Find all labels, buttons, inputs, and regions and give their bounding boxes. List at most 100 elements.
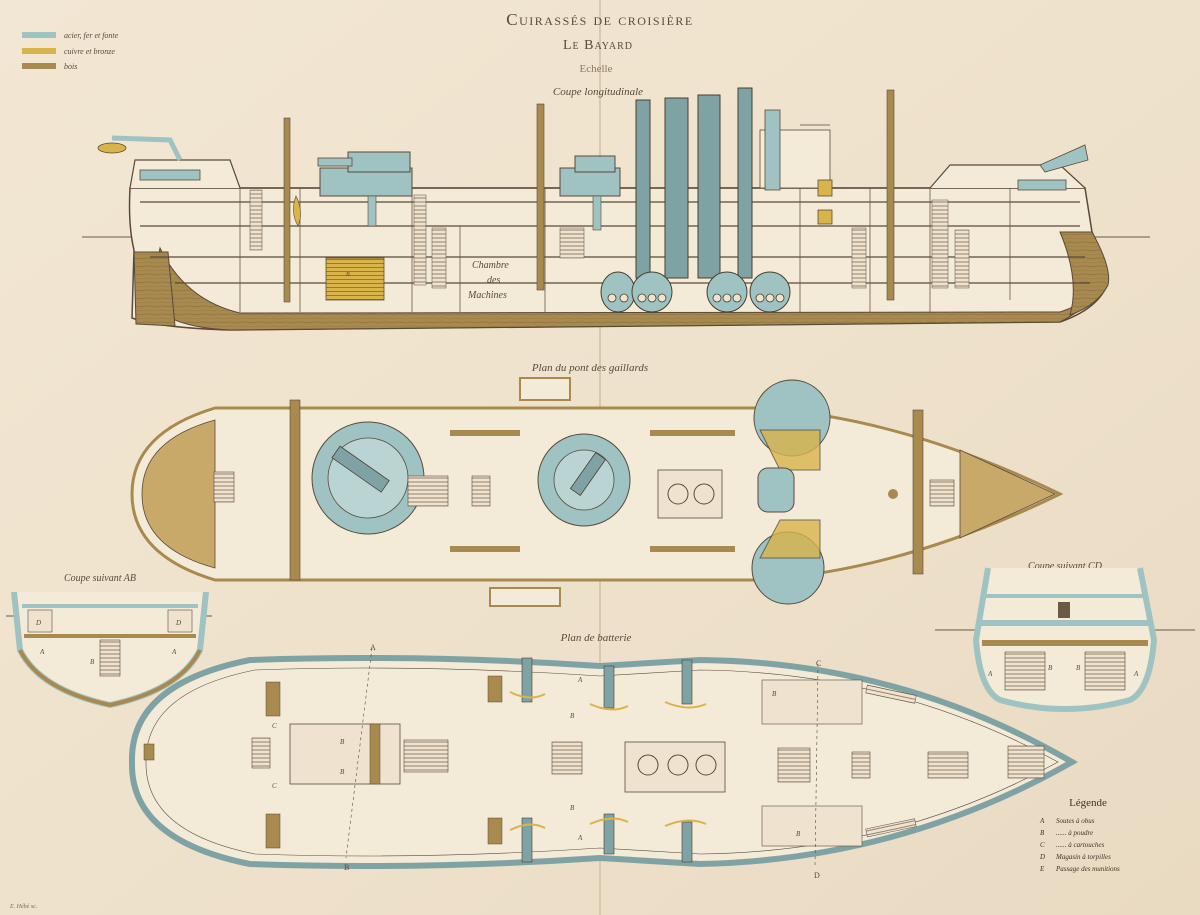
battery-rack-top xyxy=(865,684,917,704)
cd-capstan xyxy=(1058,602,1070,618)
battery-plan-inner xyxy=(145,667,1059,857)
cd-wood-deck xyxy=(982,640,1148,646)
materials-key: acier, fer et fonte cuivre et bronze boi… xyxy=(22,31,119,71)
capstan-aft xyxy=(817,209,833,225)
magazine-shelving xyxy=(325,257,385,301)
engine-room-label: Chambre des Machines xyxy=(467,260,509,301)
section-title-cd: Coupe suivant CD xyxy=(1028,561,1103,572)
legend-key-a: A xyxy=(1039,817,1045,825)
fwd-turret-plan xyxy=(537,433,631,527)
ab-marker-a-left: A xyxy=(39,648,45,656)
legend-key-b: B xyxy=(1040,829,1045,837)
cross-section-cd: Coupe suivant CD A B B A xyxy=(935,561,1195,712)
header: Cuirassés de croisière Le Bayard Echelle… xyxy=(506,10,692,98)
bow-spar xyxy=(1039,144,1089,173)
battery-boiler-vent-2 xyxy=(667,754,689,776)
marker-d-bottom: D xyxy=(814,871,820,880)
engine-room-word-2: des xyxy=(487,275,500,286)
key-swatch-brass xyxy=(22,48,56,54)
boiler-hatch-vent-1 xyxy=(667,483,689,505)
battery-posts xyxy=(143,675,503,849)
mizzen-mast xyxy=(283,117,291,303)
cd-hull xyxy=(972,567,1158,712)
midship-turret xyxy=(559,155,621,231)
battery-marker-b2: B xyxy=(340,768,345,776)
deck-beam-fore xyxy=(912,409,924,575)
battery-marker-a1: A xyxy=(577,676,583,684)
plate-subtitle: Le Bayard xyxy=(563,38,633,53)
deck-beam-mid-bottom xyxy=(450,546,520,552)
key-label-steel: acier, fer et fonte xyxy=(64,31,119,40)
bow-wood xyxy=(1059,231,1110,316)
legend-text-e: Passage des munitions xyxy=(1055,865,1120,873)
ab-torpedo-store-right xyxy=(167,609,193,633)
battery-boiler-vent-1 xyxy=(637,754,659,776)
funnels xyxy=(635,87,753,279)
boiler-hatch xyxy=(657,469,723,519)
deck-beam-aft xyxy=(289,399,301,581)
stern-davit xyxy=(111,135,183,162)
section-line-ab xyxy=(345,647,373,859)
ladders xyxy=(249,189,970,289)
battery-plan: Plan de batterie xyxy=(128,632,1079,880)
main-mast xyxy=(536,103,545,291)
side-sponsons xyxy=(751,379,831,605)
boiler-furnaces xyxy=(607,293,785,303)
skylight-aft2 xyxy=(407,475,449,507)
battery-marker-b3: B xyxy=(570,712,575,720)
battery-boiler-vent-3 xyxy=(695,754,717,776)
skylight-fwd xyxy=(929,479,955,507)
ab-powder-rack xyxy=(99,639,121,677)
battery-hatch-4 xyxy=(777,747,811,783)
plate-scale: Echelle xyxy=(580,63,613,75)
ab-marker-a-right: A xyxy=(171,648,177,656)
deck-beam-mid-top xyxy=(450,430,520,436)
section-title-deck-plan: Plan du pont des gaillards xyxy=(531,362,648,374)
ab-marker-b: B xyxy=(90,658,95,666)
marker-b-bottom: B xyxy=(344,863,349,872)
battery-rack-bottom xyxy=(865,818,917,838)
stern-boat xyxy=(97,142,127,154)
cd-armor-deck xyxy=(980,620,1150,626)
gangway-top xyxy=(519,377,571,401)
fore-mast xyxy=(886,89,895,301)
propeller xyxy=(293,195,301,227)
cd-upper-deck xyxy=(985,594,1145,598)
legend-text-d: Magasin à torpilles xyxy=(1055,853,1111,861)
gun-training-arcs xyxy=(509,691,707,831)
battery-marker-c1: C xyxy=(272,722,277,730)
conning-tower xyxy=(757,467,795,513)
stern-turret xyxy=(317,151,413,227)
legend-key-e: E xyxy=(1039,865,1045,873)
gangway-bottom xyxy=(489,587,561,607)
ab-marker-d-right: D xyxy=(175,619,181,627)
battery-hatch-2 xyxy=(403,739,449,773)
engine-room-word-1: Chambre xyxy=(472,260,509,271)
key-label-brass: cuivre et bronze xyxy=(64,47,115,56)
battery-room-aft xyxy=(289,723,401,785)
legend-text-b: ...... à poudre xyxy=(1056,829,1093,837)
battery-room-boiler xyxy=(624,741,726,793)
stern-wood xyxy=(133,251,176,327)
section-title-longitudinal: Coupe longitudinale xyxy=(553,86,643,98)
cd-marker-b-right: B xyxy=(1076,664,1081,672)
deck-beam-fwd-bottom xyxy=(650,546,735,552)
battery-room-fwd-top xyxy=(761,679,863,725)
ab-upper-deck xyxy=(22,604,198,608)
legend: Légende A Soutes à obus B ...... à poudr… xyxy=(1039,797,1120,873)
deck-plan-gaillards: Plan du pont des gaillards xyxy=(130,362,1064,607)
battery-hatch-bow xyxy=(1007,745,1045,779)
battery-marker-a2: A xyxy=(577,834,583,842)
cd-marker-a-left: A xyxy=(987,670,993,678)
cd-powder-rack-right xyxy=(1084,651,1126,691)
ab-hull-wood xyxy=(18,649,202,708)
cross-section-ab: Coupe suivant AB D D A A B xyxy=(6,573,212,709)
skylight-mid xyxy=(471,475,491,507)
ab-marker-d-left: D xyxy=(35,619,41,627)
skylight-aft xyxy=(213,471,235,503)
battery-marker-b4: B xyxy=(570,804,575,812)
deck-plan-bow-wood xyxy=(959,449,1056,539)
capstan-fore xyxy=(817,179,833,197)
deck-beam-fwd-top xyxy=(650,430,735,436)
